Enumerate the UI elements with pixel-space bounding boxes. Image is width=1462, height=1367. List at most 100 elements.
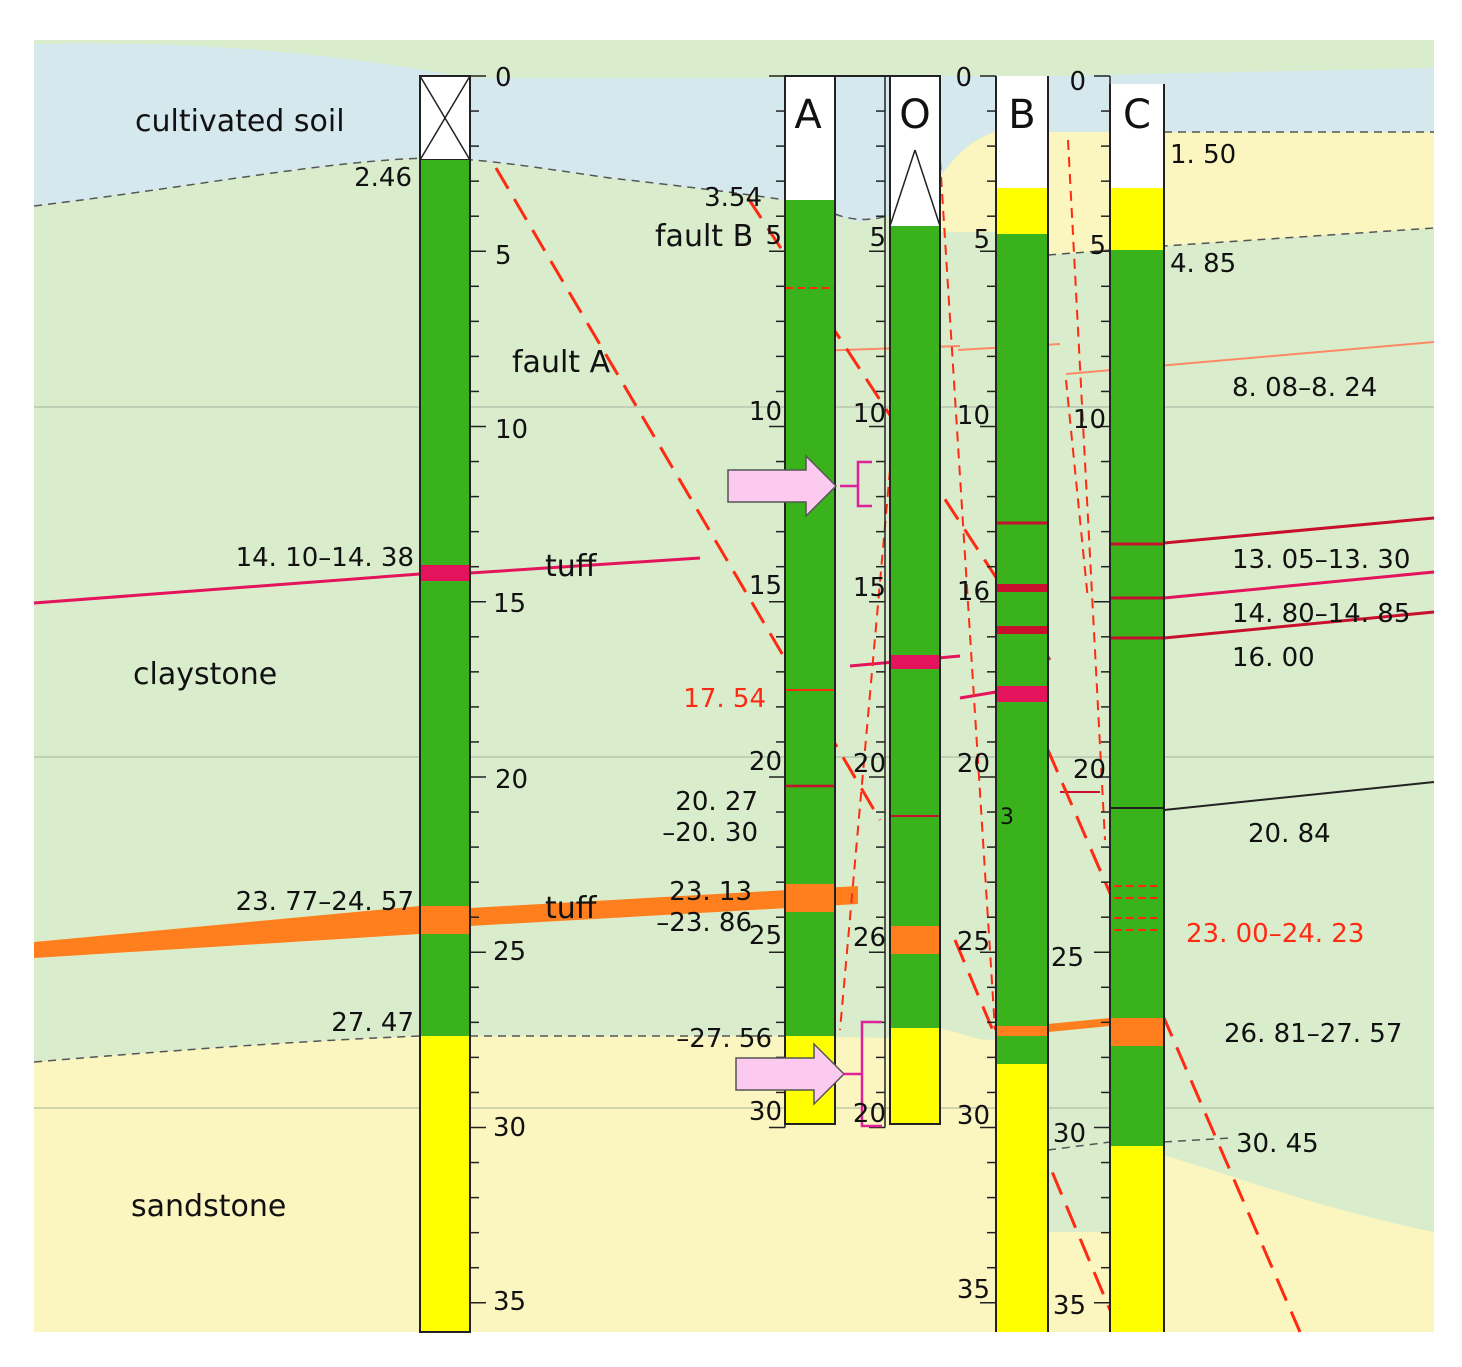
tuff-band-lower-left	[34, 906, 420, 958]
label-cultivated-soil: cultivated soil	[135, 104, 345, 139]
scale-label-b_left-6: 30	[957, 1101, 990, 1131]
label-left-bottom: 27. 47	[331, 1008, 414, 1038]
scale-labels: 0510152025303551015202530510152026200510…	[493, 63, 1106, 1321]
label-tuff-upper: tuff	[545, 549, 598, 584]
column-b	[995, 76, 1049, 1332]
column-left-tuff-lower	[420, 906, 470, 934]
column-o-outline	[889, 75, 941, 1125]
label-a-tuff1: 23. 13	[669, 877, 752, 907]
column-o-tuff-lower	[890, 926, 940, 954]
column-b-mark-14	[996, 584, 1048, 592]
soil-clay-boundary-left	[33, 157, 786, 207]
label-a-top: 3.54	[704, 183, 762, 213]
column-b-sandstone	[996, 1064, 1048, 1332]
tuff-line-upper-left	[33, 572, 421, 605]
contact-line-20-84	[1163, 781, 1435, 811]
scale-ticks-b-left	[980, 75, 997, 1332]
scale-label-b_left-7: 35	[957, 1275, 990, 1305]
scale-label-a-5: 30	[749, 1097, 782, 1127]
scale-label-b_left-1: 5	[973, 225, 990, 255]
label-a-tuff2: –23. 86	[656, 908, 752, 938]
scale-label-b_right-4: 25	[1051, 943, 1084, 973]
label-c-8: 23. 00–24. 23	[1186, 919, 1364, 949]
column-o-wedge-1	[889, 149, 916, 227]
tuff-line-upper-mid	[469, 556, 701, 575]
label-c-3: 8. 08–8. 24	[1232, 373, 1377, 403]
scale-label-b_right-1: 5	[1089, 231, 1106, 261]
correlation-line-b-pink	[959, 690, 997, 700]
label-c-5: 14. 80–14. 85	[1232, 599, 1410, 629]
bracket-upper	[840, 460, 872, 508]
correlation-line-13-05	[1163, 516, 1435, 545]
fault-o-left	[839, 469, 891, 1031]
fault-b-c	[1067, 139, 1106, 841]
column-a-tuff	[785, 884, 835, 912]
label-c-1: 1. 50	[1170, 140, 1236, 170]
clay-sand-boundary-right-b	[1163, 1137, 1231, 1143]
scale-label-a-1: 10	[749, 397, 782, 427]
scale-label-main-2: 10	[495, 415, 528, 445]
labels: cultivated soil claystone sandstone A O …	[131, 92, 1410, 1224]
column-o-sandstone	[890, 1028, 940, 1124]
column-b-mark-16	[996, 626, 1048, 634]
label-c-6: 16. 00	[1232, 643, 1315, 673]
scale-label-main-7: 35	[493, 1287, 526, 1317]
scale-label-main-1: 5	[495, 241, 512, 271]
scale-label-b_right-6: 35	[1053, 1291, 1086, 1321]
label-c-4: 13. 05–13. 30	[1232, 545, 1410, 575]
soil-layer-left	[34, 43, 785, 206]
scale-label-a-3: 20	[749, 747, 782, 777]
scale-label-a-4: 25	[749, 921, 782, 951]
label-fault-a: fault A	[512, 345, 611, 380]
label-a-bottom: –27. 56	[676, 1024, 772, 1054]
label-c-7: 20. 84	[1248, 819, 1331, 849]
scale-label-o-5: 20	[853, 1099, 886, 1129]
label-a-thin2: –20. 30	[662, 818, 758, 848]
scale-label-o-3: 20	[853, 749, 886, 779]
scale-label-main-3: 15	[493, 589, 526, 619]
scale-label-b_right-3: 20	[1073, 755, 1106, 785]
soil-clay-boundary-middle	[834, 213, 891, 221]
scale-label-main-6: 30	[493, 1113, 526, 1143]
column-o-claystone	[890, 226, 940, 1028]
column-b-tuff-orange	[996, 1026, 1048, 1036]
scale-label-main-0: 0	[495, 63, 512, 93]
column-left	[419, 75, 471, 1333]
label-a-thin1: 20. 27	[675, 787, 758, 817]
column-o-wedge-2	[914, 149, 941, 227]
bracket-lower	[844, 1020, 882, 1128]
column-left-tuff-upper	[420, 565, 470, 581]
scale-label-b_right-2: 10	[1073, 405, 1106, 435]
column-b-tuff-pink	[996, 686, 1048, 702]
correlation-band-b-c	[1047, 1018, 1111, 1032]
label-left-tuff2: 23. 77–24. 57	[236, 887, 414, 917]
clay-sand-boundary-right-a	[1047, 1141, 1111, 1151]
label-left-top: 2.46	[354, 163, 412, 193]
scale-label-a-2: 15	[749, 571, 782, 601]
column-b-sand-top	[996, 188, 1048, 234]
sandstone-lower-right	[1110, 1142, 1434, 1332]
scale-label-b_left-3: 16	[957, 577, 990, 607]
scale-label-o-2: 15	[853, 573, 886, 603]
sandstone-layer	[34, 1036, 1434, 1332]
column-b-unrecovered	[996, 76, 1048, 188]
label-left-tuff1: 14. 10–14. 38	[236, 543, 414, 573]
scale-label-b_right-5: 30	[1053, 1119, 1086, 1149]
scale-label-a-0: 5	[765, 221, 782, 251]
scale-ticks-a	[769, 75, 786, 1129]
tuff-band-lower-mid	[470, 886, 858, 926]
fault-b-c-inner	[1065, 379, 1089, 601]
correlation-line-16-00	[1163, 610, 1435, 640]
tuff-beds	[33, 341, 1435, 1032]
column-o-tuff-upper	[890, 655, 940, 669]
label-claystone: claystone	[133, 657, 277, 692]
sand-cap-right	[995, 132, 1434, 255]
column-a	[784, 75, 836, 1125]
label-tuff-lower: tuff	[545, 891, 598, 926]
scale-ticks-main	[469, 75, 486, 1332]
scale-label-o-0: 5	[869, 223, 886, 253]
scale-label-main-4: 20	[495, 765, 528, 795]
column-o	[889, 75, 941, 1125]
column-left-claystone	[420, 160, 470, 1036]
